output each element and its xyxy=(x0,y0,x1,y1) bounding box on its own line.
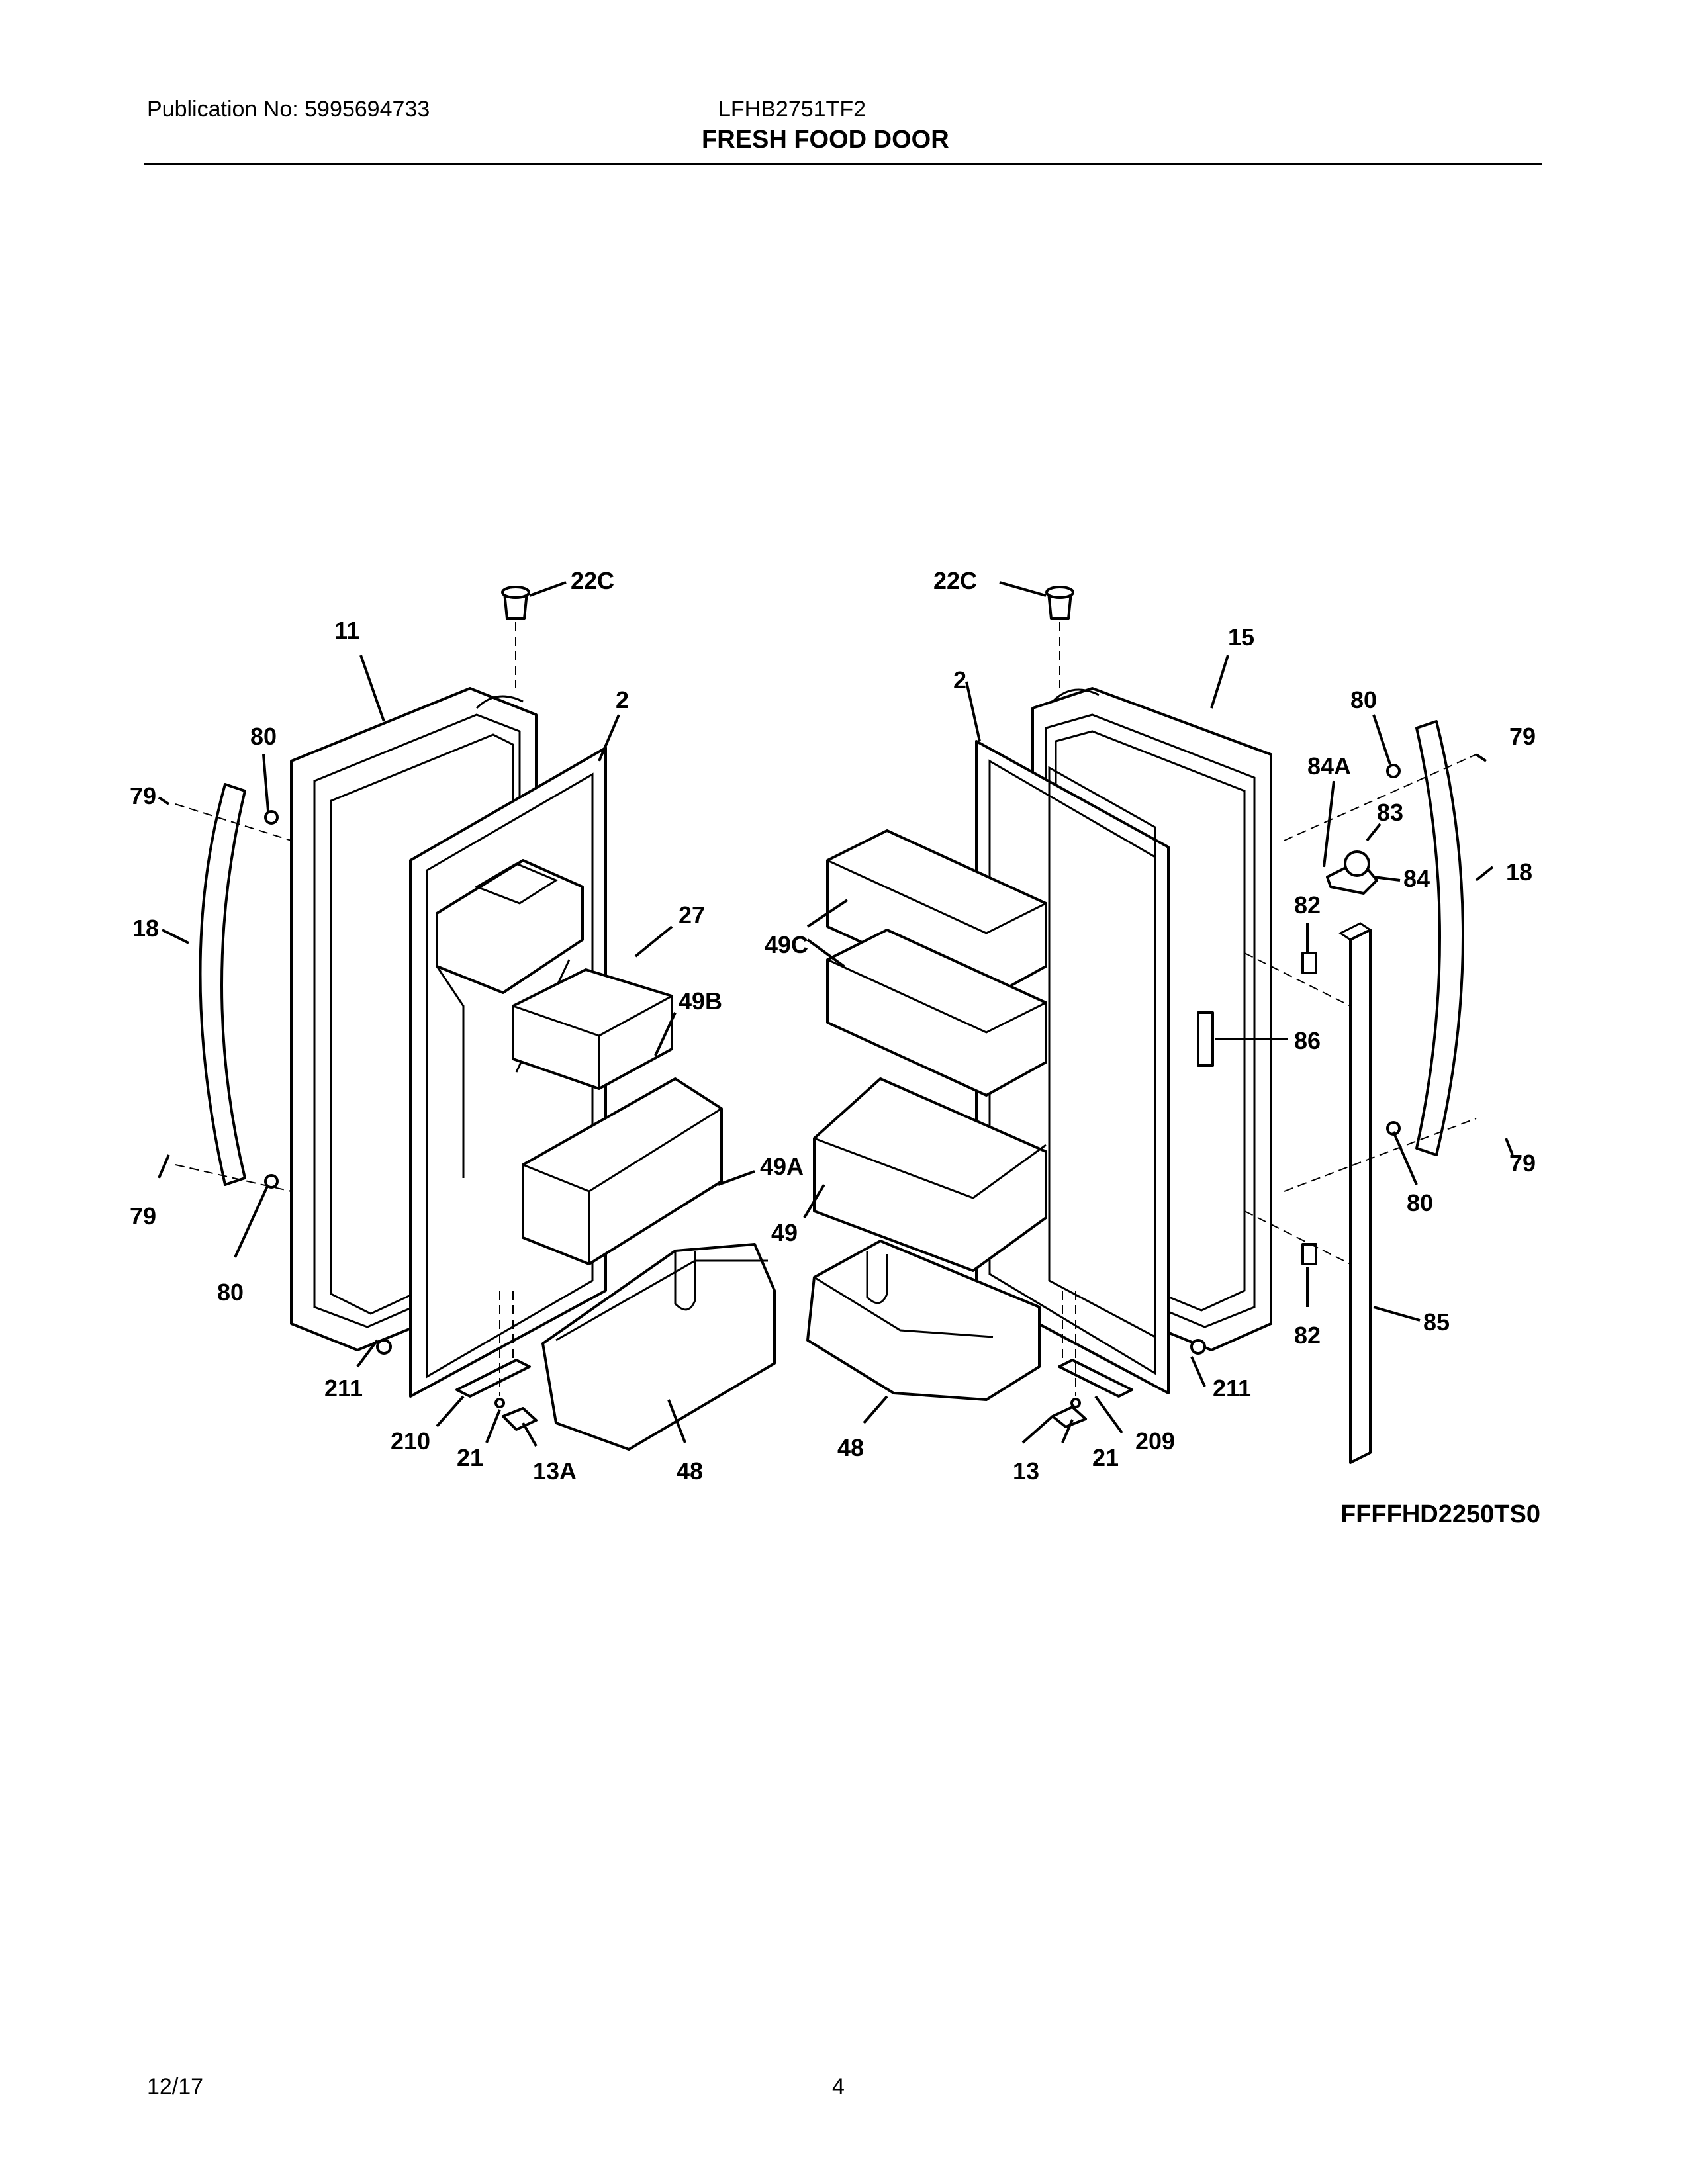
callout-15: 15 xyxy=(1228,623,1254,651)
callout-48-right: 48 xyxy=(837,1434,864,1461)
left-hinge-assembly xyxy=(376,1291,538,1431)
callout-2-left: 2 xyxy=(616,686,629,713)
right-cap-22c xyxy=(1045,586,1074,688)
right-screw-80-top xyxy=(1386,764,1401,778)
callout-85: 85 xyxy=(1423,1308,1450,1336)
right-hinge-assembly xyxy=(1051,1291,1206,1428)
left-screw-80-top xyxy=(264,810,279,825)
right-bin-48 xyxy=(806,1240,1041,1401)
callout-79-right-top: 79 xyxy=(1509,723,1536,750)
callout-83: 83 xyxy=(1377,799,1403,826)
callout-209: 209 xyxy=(1135,1428,1175,1455)
callout-2-right: 2 xyxy=(953,666,966,694)
callout-86: 86 xyxy=(1294,1027,1321,1054)
left-bin-48 xyxy=(541,1243,776,1451)
left-screw-80-bottom xyxy=(264,1174,279,1189)
right-shelf-49c-top xyxy=(826,829,1047,1001)
clip-82-bottom xyxy=(1301,1243,1317,1265)
callout-79-left-top: 79 xyxy=(130,782,156,809)
callout-80-left-bot: 80 xyxy=(217,1279,244,1306)
leader-lines xyxy=(158,581,1514,1447)
header-rule xyxy=(144,163,1542,165)
callout-27: 27 xyxy=(679,901,705,929)
left-cap-22c xyxy=(501,586,530,688)
footer-date: 12/17 xyxy=(147,2074,204,2099)
callout-211-left: 211 xyxy=(324,1375,363,1402)
callout-18-left: 18 xyxy=(132,915,159,942)
page-number: 4 xyxy=(832,2074,845,2099)
callout-49b: 49B xyxy=(679,987,722,1015)
left-handle-18 xyxy=(199,783,246,1186)
callout-82-top: 82 xyxy=(1294,891,1321,919)
publication-number: Publication No: 5995694733 xyxy=(147,97,430,122)
callout-49c: 49C xyxy=(765,931,808,958)
callout-49a: 49A xyxy=(760,1153,804,1180)
right-handle-18 xyxy=(1415,720,1464,1156)
callout-82-bot: 82 xyxy=(1294,1322,1321,1349)
left-shelf-49a xyxy=(522,1077,723,1265)
callout-21-left: 21 xyxy=(457,1444,483,1471)
callout-84: 84 xyxy=(1403,865,1430,892)
callout-22c-right: 22C xyxy=(933,567,977,594)
callout-79-left-bot: 79 xyxy=(130,1203,156,1230)
callout-80-right-top: 80 xyxy=(1350,686,1377,713)
diagram-code: FFFFHD2250TS0 xyxy=(1340,1500,1540,1528)
module-86 xyxy=(1197,1011,1214,1067)
callout-22c-left: 22C xyxy=(571,567,614,594)
callout-11: 11 xyxy=(334,617,359,644)
callout-48-left: 48 xyxy=(677,1457,703,1484)
callout-21-right: 21 xyxy=(1092,1444,1119,1471)
right-trim-85 xyxy=(1338,922,1372,1464)
callout-80-left-top: 80 xyxy=(250,723,277,750)
callout-13: 13 xyxy=(1013,1457,1039,1484)
page-title: FRESH FOOD DOOR xyxy=(702,126,949,154)
callout-84a: 84A xyxy=(1307,752,1351,780)
callout-13a: 13A xyxy=(533,1457,577,1484)
right-bracket-84 xyxy=(1326,850,1378,895)
callout-79-right-bot: 79 xyxy=(1509,1150,1536,1177)
callout-49: 49 xyxy=(771,1219,798,1246)
callout-80-right-bot: 80 xyxy=(1407,1189,1433,1216)
left-shelf-49b xyxy=(512,968,673,1090)
callout-211-right: 211 xyxy=(1213,1375,1251,1402)
callout-210: 210 xyxy=(391,1428,430,1455)
callout-18-right: 18 xyxy=(1506,858,1532,886)
clip-82-top xyxy=(1301,952,1317,974)
right-shelf-49c-mid xyxy=(826,929,1047,1097)
model-number: LFHB2751TF2 xyxy=(718,97,866,122)
right-shelf-49 xyxy=(813,1077,1047,1272)
